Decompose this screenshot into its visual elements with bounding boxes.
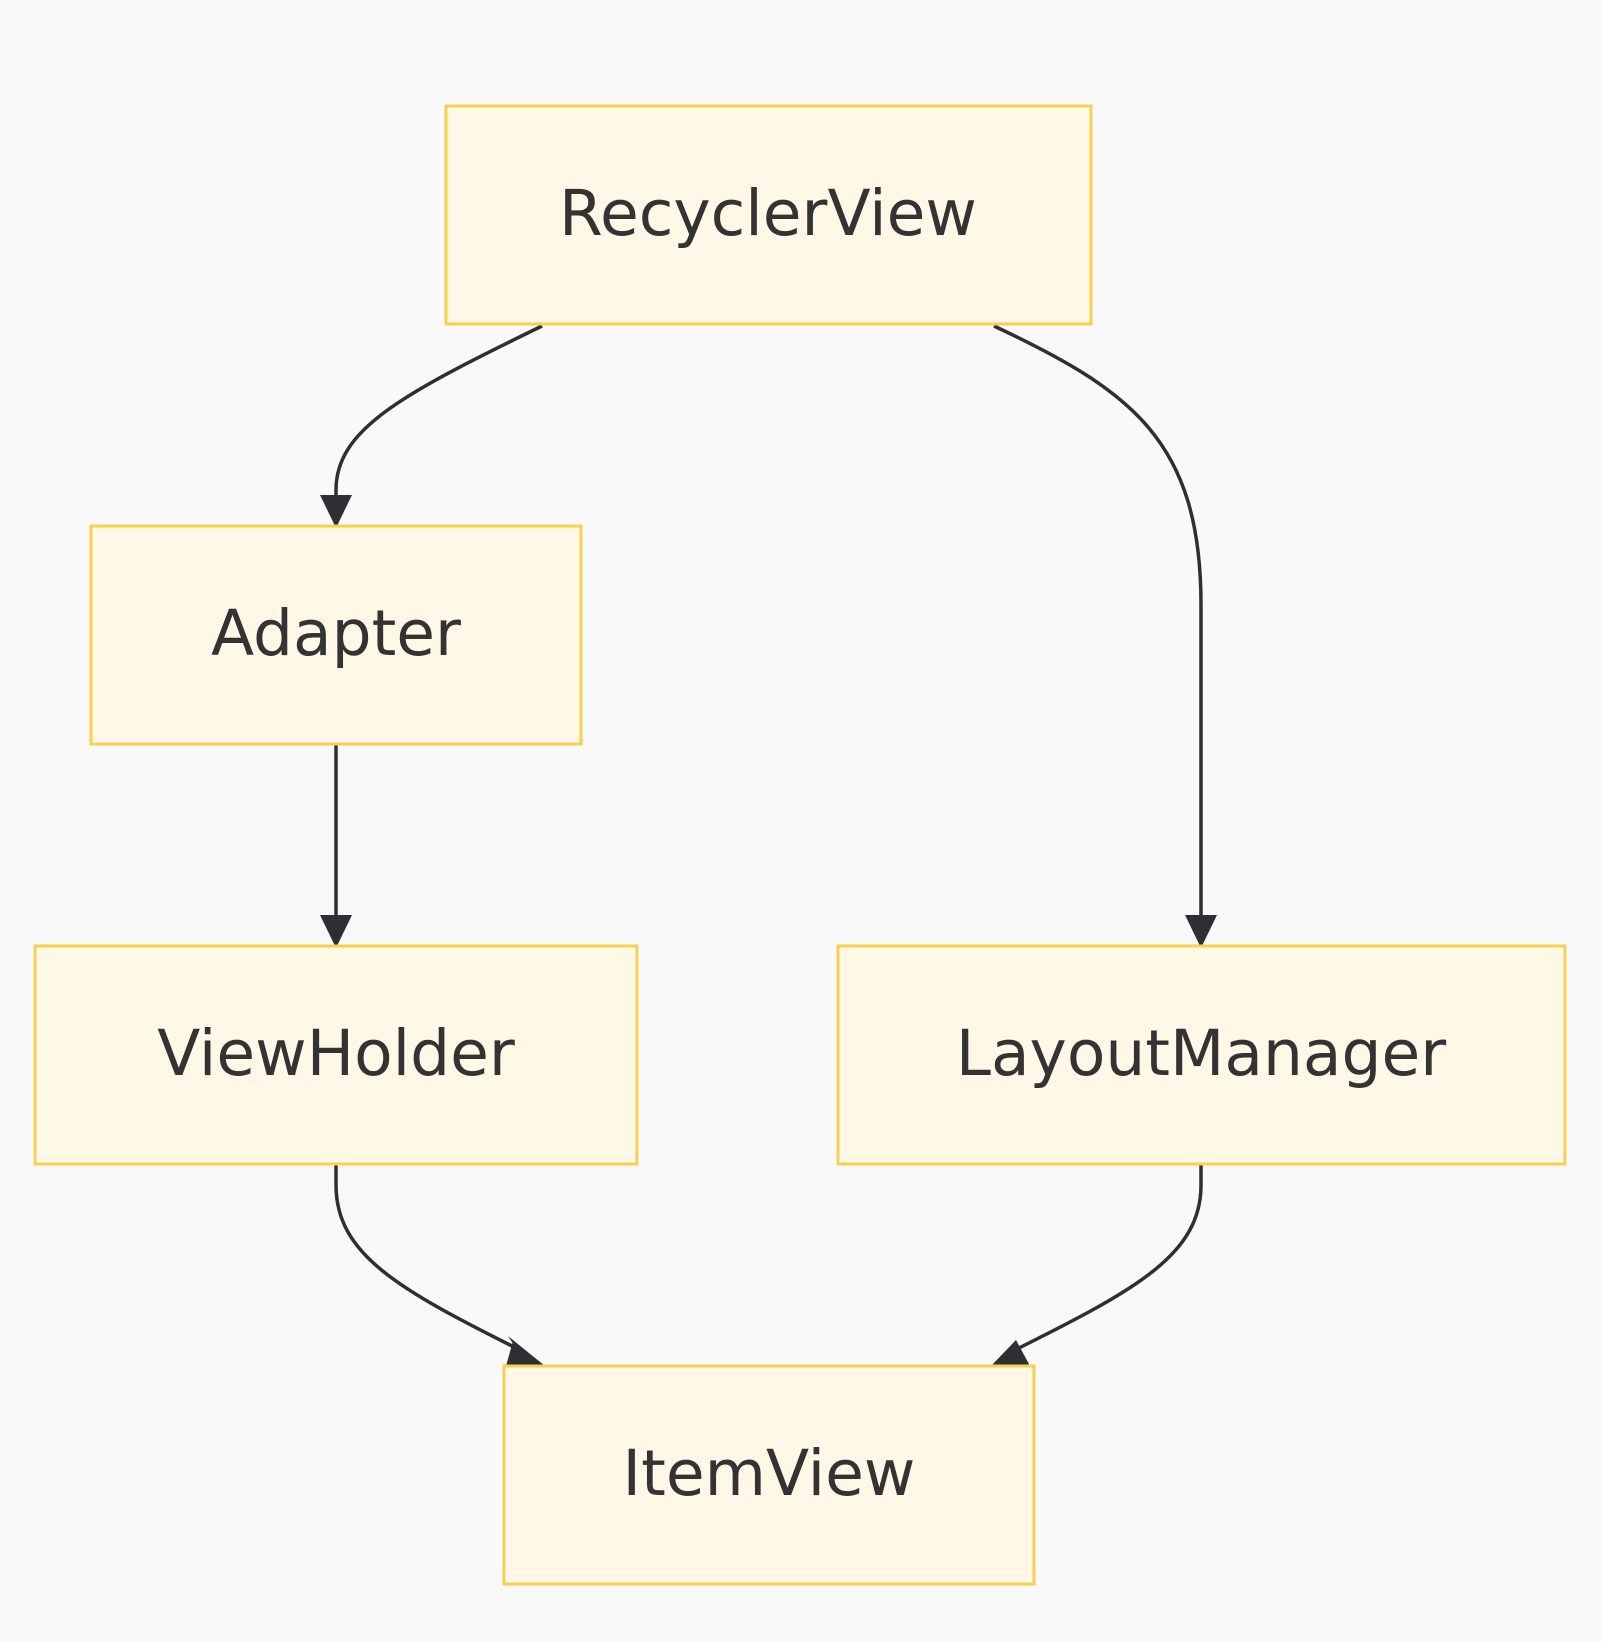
node-viewholder[interactable]: ViewHolder	[33, 944, 639, 1166]
edge-layoutmanager-to-itemview	[991, 1165, 1203, 1366]
node-layoutmanager[interactable]: LayoutManager	[836, 944, 1567, 1166]
arrowhead-icon	[506, 1341, 545, 1366]
edge-adapter-to-viewholder	[320, 745, 352, 948]
node-label: RecyclerView	[559, 177, 977, 250]
edge-recyclerview-to-adapter	[320, 324, 543, 528]
node-itemview[interactable]: ItemView	[502, 1364, 1036, 1586]
edge-line	[993, 324, 1203, 916]
arrowhead-icon	[508, 1336, 545, 1366]
node-label: ViewHolder	[157, 1017, 515, 1090]
node-label: LayoutManager	[956, 1017, 1446, 1090]
node-recyclerview[interactable]: RecyclerView	[444, 104, 1093, 326]
arrowhead-icon	[320, 495, 352, 528]
node-box	[89, 524, 583, 746]
edge-line	[334, 324, 543, 496]
edge-recyclerview-to-layoutmanager	[993, 324, 1217, 948]
node-box	[502, 1364, 1036, 1586]
node-label: Adapter	[211, 597, 461, 670]
edge-line	[334, 1165, 521, 1352]
node-adapter[interactable]: Adapter	[89, 524, 583, 746]
edge-viewholder-to-itemview	[334, 1165, 545, 1366]
edges	[320, 324, 1217, 1366]
node-label: ItemView	[623, 1437, 916, 1510]
edge-line	[1014, 1165, 1203, 1352]
node-box	[444, 104, 1093, 326]
arrowhead-icon	[991, 1340, 1030, 1366]
arrowhead-icon	[320, 915, 352, 948]
node-box	[33, 944, 639, 1166]
arrowhead-icon	[1185, 915, 1217, 948]
node-box	[836, 944, 1567, 1166]
